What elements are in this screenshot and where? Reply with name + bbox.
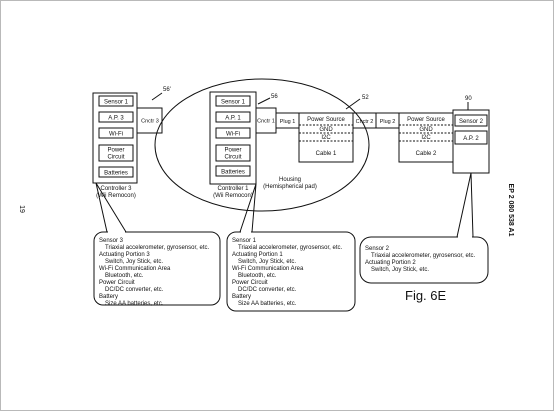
plug-2-label: Plug 2 [380,119,396,125]
controller-1-batteries-box [215,165,251,177]
callout-3-line-2: Triaxial accelerometer, gyrosensor, etc. [105,245,209,251]
cable-2-name: Cable 2 [416,151,437,157]
cable-1-power-label: Power Source [307,117,345,123]
cable-1-i2c-label: I2C [321,135,331,141]
housing-label-1: Housing [279,177,301,183]
controller-3-caption-2: (Wii Remocon) [96,193,136,199]
controller-3-power-label-2: Circuit [107,155,124,161]
callout-2-line-2: Triaxial accelerometer, gyrosensor, etc. [371,253,475,259]
controller-3-body [92,92,138,184]
controller-1-caption-1: Controller 1 [217,186,249,192]
controller-3-wifi-label: Wi-Fi [109,132,123,138]
ref-56: 56 [271,94,278,100]
callout-1-line-5: Wi-Fi Communication Area [232,266,304,272]
controller-3-sensor-label: Sensor 1 [104,100,129,106]
ap-2-label: A.P. 2 [463,136,479,142]
ref-52: 52 [362,95,369,101]
controller-3-batteries-box [98,166,134,178]
callout-3-line-9: Battery [99,294,118,300]
controller-3: Sensor 1 A.P. 3 Wi-Fi Power Circuit Batt… [92,87,171,199]
cable-1-gnd-label: GND [319,127,333,133]
controller-1-sensor-label: Sensor 1 [221,100,246,106]
callout-3-line-5: Wi-Fi Communication Area [99,266,171,272]
callout-3-pointer [95,182,127,233]
controller-1-wifi-label: Wi-Fi [226,132,240,138]
controller-1-batteries-label: Batteries [221,170,245,176]
callout-1-line-8: DC/DC converter, etc. [238,287,297,293]
controller-1-power-label-2: Circuit [224,155,241,161]
controller-3-cnctr-label: Cnctr 3 [141,119,159,125]
callout-1-line-7: Power Circuit [232,280,268,286]
figure-label: Fig. 6E [405,288,447,303]
controller-1-sensor-box [215,95,251,107]
cable-2-gnd-label: GND [419,127,433,133]
cable-1-box [298,112,354,163]
callout-2-line-3: Actuating Portion 2 [365,260,416,266]
callout-1-line-6: Bluetooth, etc. [238,273,277,279]
cable-chain: Plug 1 Power Source GND I2C Cable 1 52 C… [275,95,454,163]
sensor-2-label: Sensor 2 [459,119,484,125]
ref-52-leader [345,98,361,110]
controller-3-ap-box [98,111,134,123]
callout-2-pointer [456,172,474,238]
callout-3-line-8: DC/DC converter, etc. [105,287,164,293]
cable-2-power-label: Power Source [407,117,445,123]
patent-id: EP 2 080 538 A1 [507,184,514,237]
housing-ellipse [154,78,370,212]
plug-1-label: Plug 1 [280,119,296,125]
controller-1-power-box [215,144,251,162]
controller-1-body [209,91,257,185]
ref-56-prime-leader [151,92,163,101]
controller-3-power-label-1: Power [107,148,124,154]
controller-1-ap-label: A.P. 1 [225,116,241,122]
controller-3-power-box [98,144,134,162]
ref-90: 90 [465,96,472,102]
controller-3-batteries-label: Batteries [104,171,128,177]
callout-3-line-7: Power Circuit [99,280,135,286]
ref-56-leader [257,97,271,105]
cable-2-i2c-label: I2C [421,135,431,141]
sensor-2-box [454,114,488,127]
callout-1-pointer [239,183,257,233]
ap-2-box [454,130,488,145]
sensor-2-unit: Sensor 2 A.P. 2 90 [452,96,490,174]
ref-56-prime: 56' [163,87,171,93]
controller-1-ap-box [215,111,251,123]
cable-1-name: Cable 1 [316,151,337,157]
controller-1-cnctr-label: Cnctr 1 [257,119,275,125]
callout-controller-3 [93,231,221,306]
callout-controller-1 [226,231,356,312]
callout-1-line-2: Triaxial accelerometer, gyrosensor, etc. [238,245,342,251]
callout-1-line-9: Battery [232,294,251,300]
callout-3-line-1: Sensor 3 [99,238,124,244]
controller-3-cnctr-box [136,107,163,134]
callout-sensor-2 [359,236,489,284]
callout-3-line-3: Actuating Portion 3 [99,252,150,258]
housing-label-2: (Hemispherical pad) [263,184,317,190]
callout-1-line-10: Size AA batteries, etc. [238,301,297,307]
cnctr-2-label: Cnctr 2 [356,119,374,125]
callout-3-line-6: Bluetooth, etc. [105,273,144,279]
callout-3-line-4: Switch, Joy Stick, etc. [105,259,163,265]
callout-2-line-4: Switch, Joy Stick, etc. [371,267,429,273]
controller-3-caption-1: Controller 3 [100,186,132,192]
callout-1-line-4: Switch, Joy Stick, etc. [238,259,296,265]
controller-1: Sensor 1 A.P. 1 Wi-Fi Power Circuit Batt… [209,91,278,199]
controller-3-wifi-box [98,127,134,139]
controller-1-caption-2: (Wii Remocon) [213,193,253,199]
controller-1-power-label-1: Power [224,148,241,154]
controller-3-ap-label: A.P. 3 [108,116,124,122]
controller-3-sensor-box [98,95,134,107]
callout-1-line-3: Actuating Portion 1 [232,252,283,258]
page-number: 19 [18,205,25,213]
callout-3-line-10: Size AA batteries, etc. [105,301,164,307]
controller-1-wifi-box [215,127,251,139]
callout-1-line-1: Sensor 1 [232,238,257,244]
callout-2-line-1: Sensor 2 [365,246,390,252]
